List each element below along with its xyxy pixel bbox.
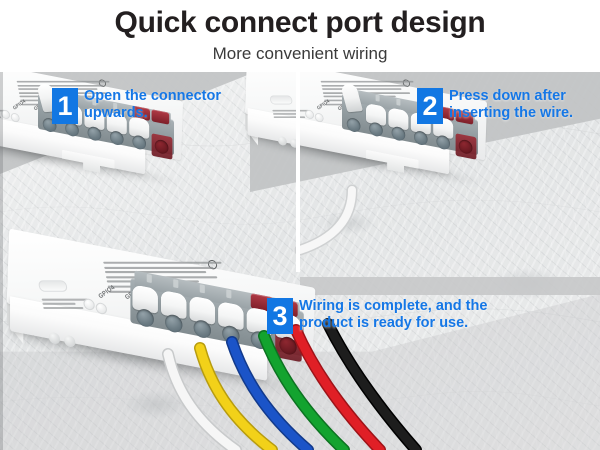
left-edge-strip	[0, 72, 3, 450]
step-caption: Wiring is complete, and the product is r…	[299, 298, 488, 331]
device-panel-3: GPIO4 GPIO6 GPIO7 GPIO8 GPIO9 V+	[6, 228, 345, 411]
callout-step-1: 1 Open the connector upwards.	[52, 88, 221, 124]
reset-button-slot	[269, 95, 294, 105]
callout-step-3: 3 Wiring is complete, and the product is…	[267, 298, 487, 334]
page-title: Quick connect port design	[114, 6, 486, 39]
page-subtitle: More convenient wiring	[212, 43, 388, 63]
header: Quick connect port design More convenien…	[0, 0, 600, 72]
step-caption: Open the connector upwards.	[84, 88, 221, 121]
panel-divider-vertical	[296, 72, 300, 272]
step-number-badge: 3	[267, 298, 293, 334]
reset-button-slot	[37, 280, 68, 292]
step-number-badge: 1	[52, 88, 78, 124]
photo-collage: GPIO4 GPIO6 GPIO7 GPIO8 GPIO9 V+	[0, 72, 600, 450]
backdrop-band-right	[300, 277, 600, 295]
step-caption: Press down after inserting the wire.	[449, 88, 574, 121]
callout-step-2: 2 Press down after inserting the wire.	[417, 88, 573, 124]
step-number-badge: 2	[417, 88, 443, 124]
